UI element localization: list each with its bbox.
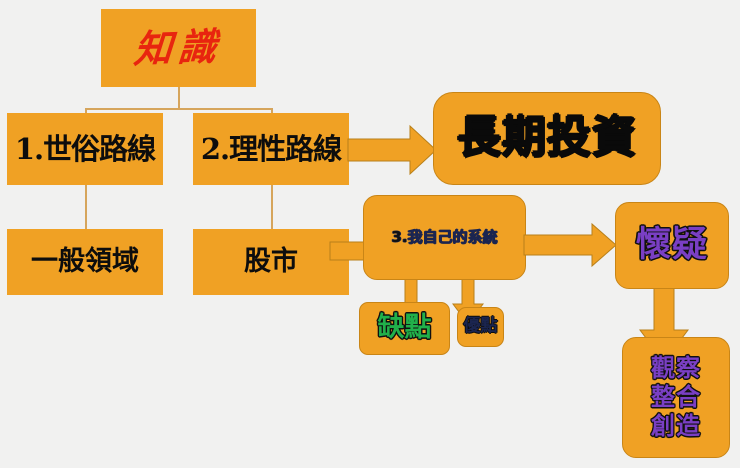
arrow-my-system-to-doubt [523, 222, 618, 268]
node-my-system-text: 我自己的系統 [407, 227, 498, 246]
node-path2[interactable]: 2.理性路線 [193, 113, 349, 185]
node-path1-label: 1.世俗路線 [14, 131, 156, 166]
node-general-field[interactable]: 一般領域 [7, 229, 163, 295]
connector-path1-to-general-field [85, 185, 87, 230]
connector-path2-to-stock-market [271, 185, 273, 230]
node-long-term-investment[interactable]: 長期投資 [433, 92, 661, 185]
node-advantage[interactable]: 優點 [457, 307, 504, 347]
node-path2-label: 2.理性路線 [200, 131, 342, 166]
connector-horizontal-bar [85, 108, 272, 110]
node-doubt-label: 懷疑 [635, 225, 708, 266]
node-knowledge[interactable]: 知識 [101, 9, 256, 87]
node-stock-market[interactable]: 股市 [193, 229, 349, 295]
node-long-term-investment-label: 長期投資 [457, 112, 637, 164]
node-outcome[interactable]: 觀察 整合 創造 [622, 337, 730, 458]
node-outcome-label: 觀察 整合 創造 [651, 354, 701, 442]
node-outcome-line-3: 創造 [651, 412, 701, 441]
node-general-field-label: 一般領域 [31, 245, 139, 277]
node-path1[interactable]: 1.世俗路線 [7, 113, 163, 185]
node-outcome-line-1: 觀察 [651, 353, 701, 382]
node-my-system-number: 3. [391, 227, 408, 246]
node-disadvantage-label: 缺點 [377, 312, 432, 344]
node-knowledge-label: 知識 [132, 23, 225, 72]
node-my-system[interactable]: 3.我自己的系統 [363, 195, 526, 280]
node-disadvantage[interactable]: 缺點 [359, 302, 450, 355]
node-outcome-line-2: 整合 [651, 382, 701, 411]
arrow-path2-to-long-term-investment [347, 122, 438, 178]
node-advantage-label: 優點 [463, 316, 498, 337]
connector-knowledge-down [178, 86, 180, 109]
node-doubt[interactable]: 懷疑 [615, 202, 729, 289]
node-my-system-label: 3.我自己的系統 [391, 227, 498, 246]
node-stock-market-label: 股市 [244, 245, 298, 277]
